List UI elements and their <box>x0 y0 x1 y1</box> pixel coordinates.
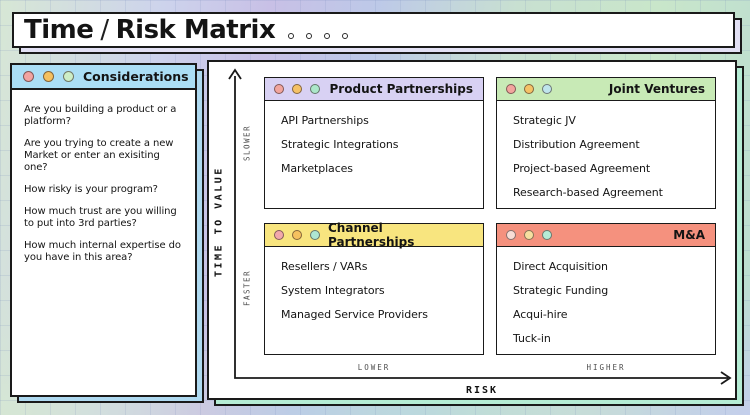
quadrant-item: Managed Service Providers <box>281 308 428 321</box>
considerations-titlebar: Considerations <box>12 65 195 90</box>
y-axis-label: TIME TO VALUE <box>213 166 225 278</box>
quadrant-titlebar: M&A <box>497 224 715 247</box>
quadrant-item: Acqui-hire <box>513 308 568 321</box>
quadrant-card-ma: M&A Direct Acquisition Strategic Funding… <box>496 223 716 355</box>
quadrant-item: Strategic JV <box>513 114 576 127</box>
quadrant-titlebar: Product Partnerships <box>265 78 483 101</box>
quadrant-title: Joint Ventures <box>608 82 705 96</box>
quadrant-title: Channel Partnerships <box>328 221 415 249</box>
page-title: Time/Risk Matrix <box>24 15 276 45</box>
y-axis-tick-faster: FASTER <box>242 269 252 307</box>
considerations-body: Are you building a product or a platform… <box>12 90 195 264</box>
quadrant-item: System Integrators <box>281 284 385 297</box>
quadrant-item: Marketplaces <box>281 162 353 175</box>
quadrant-item: Direct Acquisition <box>513 260 608 273</box>
traffic-light-red-icon <box>23 71 34 82</box>
quadrant-title: Product Partnerships <box>329 82 473 96</box>
quadrant-card-product-partnerships: Product Partnerships API Partnerships St… <box>264 77 484 209</box>
quadrant-item-list: Direct Acquisition Strategic Funding Acq… <box>497 247 715 345</box>
x-axis-tick-higher: HIGHER <box>586 363 626 372</box>
quadrant-item: Project-based Agreement <box>513 162 651 175</box>
quadrant-item: Resellers / VARs <box>281 260 368 273</box>
traffic-light-yellow-icon <box>524 84 534 94</box>
quadrant-titlebar: Joint Ventures <box>497 78 715 101</box>
quadrant-card-joint-ventures: Joint Ventures Strategic JV Distribution… <box>496 77 716 209</box>
quadrant-item-list: API Partnerships Strategic Integrations … <box>265 101 483 175</box>
page-title-part1: Time <box>24 15 94 45</box>
quadrant-item-list: Resellers / VARs System Integrators Mana… <box>265 247 483 321</box>
quadrant-item: Distribution Agreement <box>513 138 640 151</box>
traffic-light-red-icon <box>506 84 516 94</box>
consideration-question: How much internal expertise do you have … <box>24 240 181 263</box>
matrix-panel: TIME TO VALUE SLOWER FASTER LOWER HIGHER… <box>207 60 744 406</box>
axes <box>228 68 732 385</box>
considerations-window: Considerations Are you building a produc… <box>10 63 204 403</box>
traffic-light-red-icon <box>274 84 284 94</box>
deco-circle-icon <box>306 33 313 39</box>
y-axis-tick-slower: SLOWER <box>242 124 252 162</box>
traffic-light-green-icon <box>542 84 552 94</box>
traffic-light-yellow-icon <box>43 71 54 82</box>
quadrant-item-list: Strategic JV Distribution Agreement Proj… <box>497 101 715 199</box>
deco-circle-icon <box>342 33 349 39</box>
page-title-part2: Risk Matrix <box>115 15 276 45</box>
quadrant-titlebar: Channel Partnerships <box>265 221 483 249</box>
quadrant-item: Tuck-in <box>513 332 551 345</box>
traffic-light-green-icon <box>542 230 552 240</box>
consideration-question: Are you building a product or a platform… <box>24 104 177 127</box>
title-card: Time/Risk Matrix <box>12 12 742 54</box>
deco-circle-icon <box>288 33 295 39</box>
consideration-question: How much trust are you willing to put in… <box>24 206 177 229</box>
quadrant-card-channel-partnerships: Channel Partnerships Resellers / VARs Sy… <box>264 221 484 355</box>
traffic-light-red-icon <box>274 230 284 240</box>
traffic-light-red-icon <box>506 230 516 240</box>
x-axis-arrow-icon <box>720 371 732 385</box>
quadrant-item: Strategic Funding <box>513 284 609 297</box>
quadrant-item: API Partnerships <box>281 114 369 127</box>
axis-lines <box>234 76 728 379</box>
consideration-question: How risky is your program? <box>24 184 158 195</box>
deco-circle-icon <box>324 33 331 39</box>
consideration-question: Are you trying to create a new Market or… <box>24 138 174 173</box>
traffic-light-yellow-icon <box>524 230 534 240</box>
quadrant-item: Strategic Integrations <box>281 138 399 151</box>
x-axis-tick-lower: LOWER <box>357 363 391 372</box>
considerations-title: Considerations <box>83 69 189 84</box>
traffic-light-yellow-icon <box>292 230 302 240</box>
traffic-light-green-icon <box>310 84 320 94</box>
quadrant-title: M&A <box>673 228 705 242</box>
x-axis-label: RISK <box>465 385 499 396</box>
traffic-light-yellow-icon <box>292 84 302 94</box>
quadrant-item: Research-based Agreement <box>513 186 663 199</box>
traffic-light-green-icon <box>310 230 320 240</box>
title-deco-dots <box>288 33 349 39</box>
traffic-light-green-icon <box>63 71 74 82</box>
page-title-separator: / <box>100 15 109 45</box>
y-axis-arrow-icon <box>228 68 242 80</box>
